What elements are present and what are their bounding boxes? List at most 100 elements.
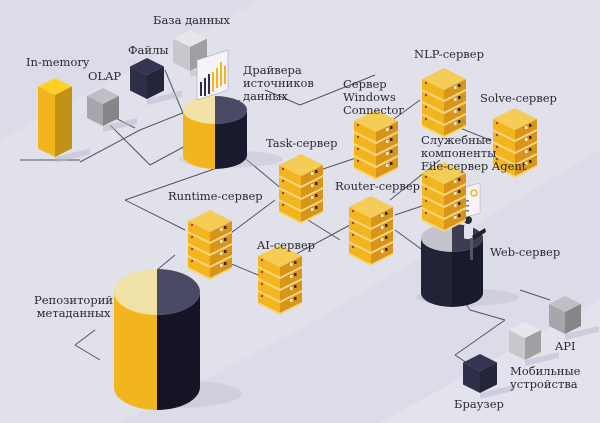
port-icon	[458, 96, 461, 99]
port-icon	[220, 240, 223, 243]
person-icon	[464, 216, 486, 260]
shadow	[525, 352, 559, 366]
port-icon	[294, 285, 297, 288]
led-icon	[351, 245, 355, 249]
server-gap	[279, 211, 301, 224]
server-gap	[422, 125, 444, 138]
led-icon	[495, 133, 499, 137]
server-gap	[210, 255, 232, 268]
led-icon	[190, 235, 194, 239]
port-icon	[529, 124, 532, 127]
server-gap	[354, 155, 376, 168]
label-task-server: Task-сервер	[266, 136, 338, 150]
cylinder-left-body	[114, 292, 157, 410]
server-gap	[258, 290, 280, 303]
left-face	[38, 86, 55, 157]
server-gap	[422, 219, 444, 232]
connector-line	[109, 124, 151, 166]
server-gap	[371, 241, 393, 254]
router-server	[349, 196, 393, 266]
server-unit-left	[354, 133, 376, 154]
server-gap	[515, 165, 537, 178]
label-windows-connector-line2: Windows	[343, 90, 396, 104]
port-icon	[311, 184, 314, 187]
server-gap	[422, 113, 444, 126]
port-icon	[220, 228, 223, 231]
label-api: API	[555, 339, 576, 353]
server-gap	[301, 199, 323, 212]
led-icon	[190, 259, 194, 263]
api-cube	[549, 296, 599, 340]
chart-bar	[220, 62, 222, 86]
server-top	[422, 162, 466, 184]
led-icon	[424, 211, 428, 215]
server-unit-left	[188, 221, 210, 242]
port-icon	[454, 204, 457, 207]
port-icon	[454, 216, 457, 219]
chart-bar	[208, 74, 210, 94]
left-face	[549, 304, 565, 334]
port-icon	[220, 264, 223, 267]
repository-cylinder	[114, 269, 242, 410]
port-icon	[381, 226, 384, 229]
server-gap	[444, 219, 466, 232]
port-icon	[290, 275, 293, 278]
port-icon	[458, 108, 461, 111]
port-icon	[525, 162, 528, 165]
port-icon	[381, 238, 384, 241]
cylinder-right-body	[157, 292, 200, 410]
label-files: Файлы	[128, 43, 169, 57]
server-gap	[444, 101, 466, 114]
chart-bar	[204, 78, 206, 96]
server-top	[354, 110, 398, 132]
server-gap	[422, 207, 444, 220]
chart-bar	[212, 72, 214, 92]
label-repository-line1: Репозиторий	[34, 293, 114, 307]
server-gap	[279, 199, 301, 212]
server-gap	[515, 153, 537, 166]
server-unit-left	[493, 131, 515, 152]
led-icon	[281, 203, 285, 207]
connector-line	[139, 111, 186, 131]
server-gap	[422, 101, 444, 114]
server-gap	[258, 302, 280, 315]
label-windows-connector-line3: Connector	[343, 103, 404, 117]
server-gap	[301, 175, 323, 188]
service-components-server	[422, 162, 466, 232]
chart-bar	[224, 66, 226, 84]
server-gap	[349, 229, 371, 242]
server-gap	[210, 243, 232, 256]
led-icon	[260, 258, 264, 262]
port-icon	[386, 140, 389, 143]
label-service-components-line1: Служебные	[421, 133, 492, 147]
cylinder-top-right	[157, 269, 200, 315]
led-icon	[190, 247, 194, 251]
label-database: База данных	[153, 13, 230, 27]
server-unit-left	[422, 79, 444, 100]
port-icon	[529, 160, 532, 163]
port-icon	[454, 86, 457, 89]
connector-line	[469, 309, 506, 321]
led-icon	[356, 147, 360, 151]
port-icon	[529, 148, 532, 151]
server-unit-left	[349, 207, 371, 228]
server-gap	[280, 278, 302, 291]
led-icon	[281, 167, 285, 171]
port-icon	[458, 178, 461, 181]
server-unit-left	[493, 143, 515, 164]
server-unit-left	[422, 197, 444, 218]
port-icon	[290, 263, 293, 266]
server-gap	[422, 183, 444, 196]
server-unit-left	[422, 103, 444, 124]
nlp-server	[422, 68, 466, 138]
label-ai-server: AI-сервер	[257, 238, 315, 252]
port-icon	[458, 214, 461, 217]
server-unit-left	[258, 280, 280, 301]
server-unit-left	[279, 201, 301, 222]
server-gap	[258, 278, 280, 291]
port-icon	[458, 202, 461, 205]
left-face	[87, 96, 103, 126]
runtime-server	[188, 210, 232, 280]
server-top	[188, 210, 232, 232]
